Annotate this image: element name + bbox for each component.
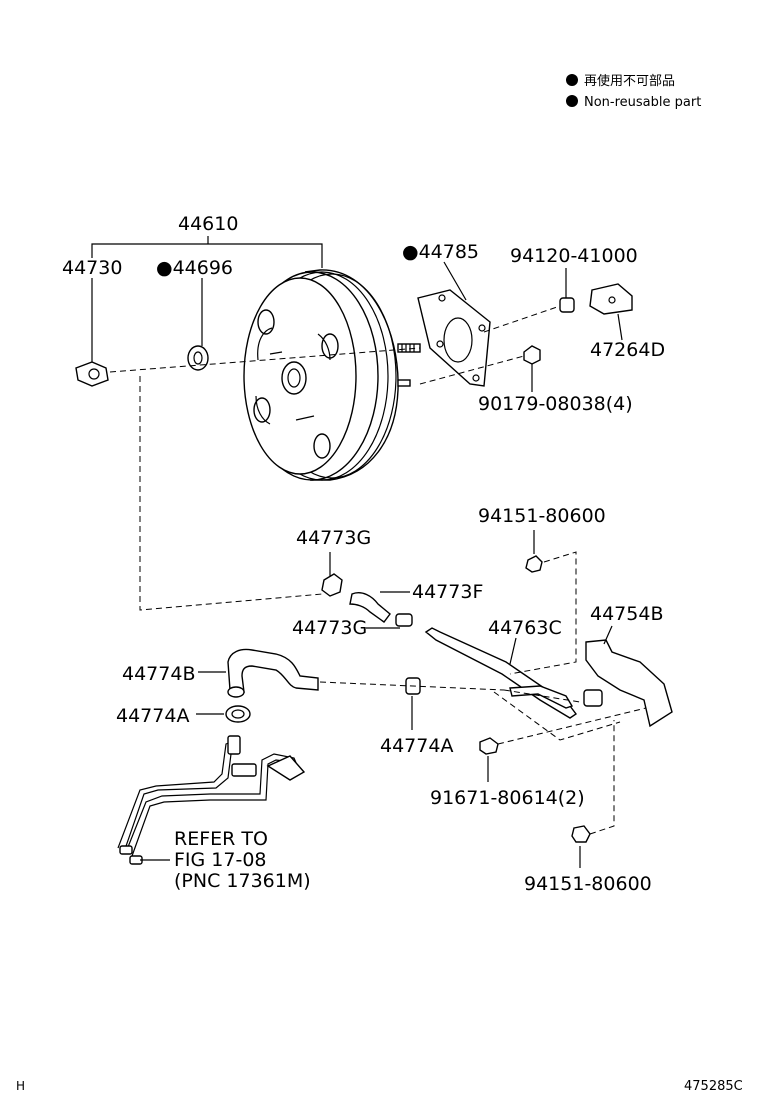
label-44774A-right: 44774A <box>380 735 453 757</box>
label-94120-41000: 94120-41000 <box>510 245 638 267</box>
label-44696: ●44696 <box>156 257 233 279</box>
label-44785: ●44785 <box>402 241 479 263</box>
part-labels: 44610 44730 ●44696 ●44785 94120-41000 47… <box>62 213 665 895</box>
legend-text-jp: 再使用不可部品 <box>584 73 675 89</box>
label-44774A-left: 44774A <box>116 705 189 727</box>
label-91671-80614: 91671-80614(2) <box>430 787 585 809</box>
label-44730: 44730 <box>62 257 122 279</box>
leaders-top <box>91 236 623 392</box>
refer-line-3: (PNC 17361M) <box>174 870 311 892</box>
nut-90179-drawing <box>523 345 541 365</box>
label-44763C: 44763C <box>488 617 562 639</box>
label-94151-80600-top: 94151-80600 <box>478 505 606 527</box>
label-94151-80600-bottom: 94151-80600 <box>524 873 652 895</box>
grommet-44696-drawing <box>187 345 209 371</box>
brake-booster-drawing <box>243 269 421 481</box>
figure-code: 475285C <box>684 1079 743 1094</box>
gasket-44785-drawing <box>417 289 491 387</box>
legend-text-en: Non-reusable part <box>584 95 701 110</box>
refer-note: REFER TO FIG 17-08 (PNC 17361M) <box>174 828 311 892</box>
clevis-47264D-drawing <box>589 283 633 315</box>
footer: H 475285C <box>16 1079 743 1094</box>
refer-line-1: REFER TO <box>174 828 268 850</box>
label-44773F: 44773F <box>412 581 483 603</box>
label-44774B: 44774B <box>122 663 195 685</box>
label-44773G-bottom: 44773G <box>292 617 367 639</box>
legend: 再使用不可部品 Non-reusable part <box>566 73 701 110</box>
check-valve-44730-drawing <box>75 361 109 387</box>
leaders-bottom <box>139 376 647 868</box>
label-47264D: 47264D <box>590 339 665 361</box>
fuel-pipe-assembly-drawing <box>117 735 306 865</box>
label-90179-08038: 90179-08038(4) <box>478 393 633 415</box>
label-44754B: 44754B <box>590 603 663 625</box>
nut-94120-drawing <box>559 297 575 313</box>
hose-44774B-drawing <box>225 648 319 723</box>
footer-left-code: H <box>16 1079 25 1093</box>
refer-line-2: FIG 17-08 <box>174 849 267 871</box>
label-44610: 44610 <box>178 213 238 235</box>
label-44773G-top: 44773G <box>296 527 371 549</box>
